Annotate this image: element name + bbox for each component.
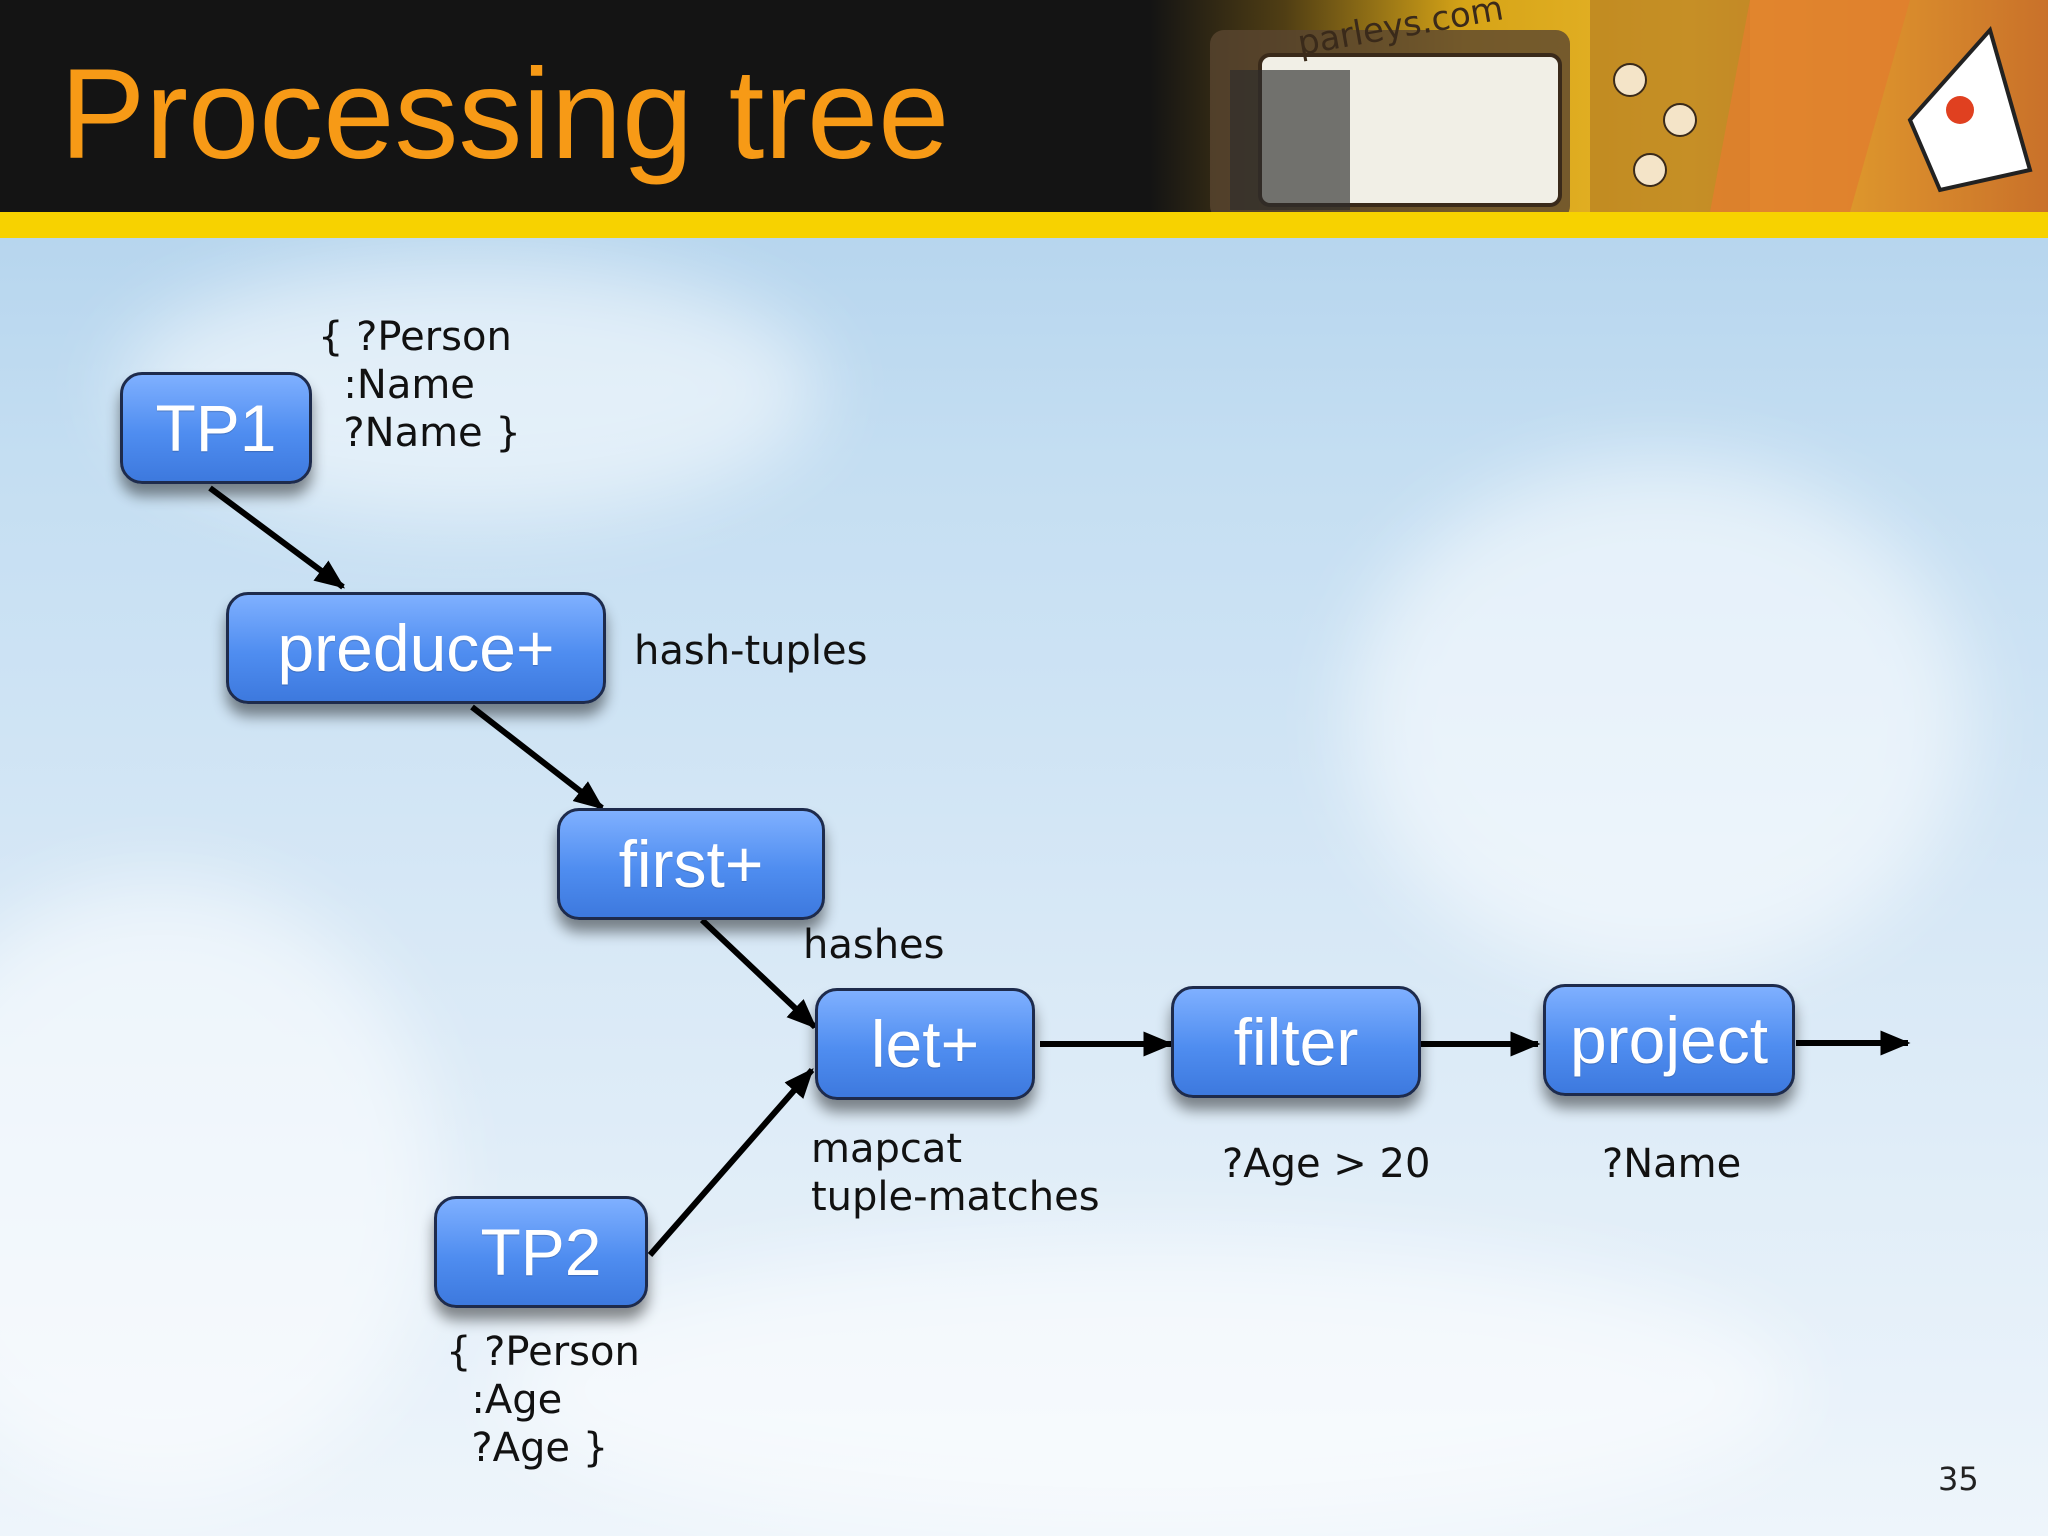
header-stripe	[0, 212, 2048, 238]
tp2-pattern-label: { ?Person :Age ?Age }	[446, 1329, 640, 1471]
node-tp2: TP2	[434, 1196, 648, 1308]
node-first: first+	[557, 808, 825, 920]
node-preduce: preduce+	[226, 592, 606, 704]
node-project: project	[1543, 984, 1795, 1096]
arrow-preduce-to-first	[470, 704, 604, 811]
tp1-pattern-label: { ?Person :Name ?Name }	[318, 314, 521, 456]
header: Processing tree parleys.com	[0, 0, 2048, 212]
filter-expr-label: ?Age > 20	[1222, 1141, 1431, 1187]
node-let: let+	[815, 988, 1035, 1100]
arrow-first-to-let	[699, 917, 818, 1030]
node-filter: filter	[1171, 986, 1421, 1098]
slide-title: Processing tree	[60, 43, 950, 186]
header-illustration: parleys.com	[1150, 0, 2048, 212]
page-number: 35	[1938, 1460, 1979, 1498]
let-fn-label: mapcat tuple-matches	[811, 1126, 1100, 1220]
arrow-tp2-to-let	[647, 1068, 815, 1257]
project-expr-label: ?Name	[1602, 1141, 1742, 1187]
first-output-label: hashes	[803, 922, 945, 968]
arrow-tp1-to-preduce	[208, 485, 346, 590]
preduce-fn-label: hash-tuples	[634, 628, 868, 674]
node-tp1: TP1	[120, 372, 312, 484]
